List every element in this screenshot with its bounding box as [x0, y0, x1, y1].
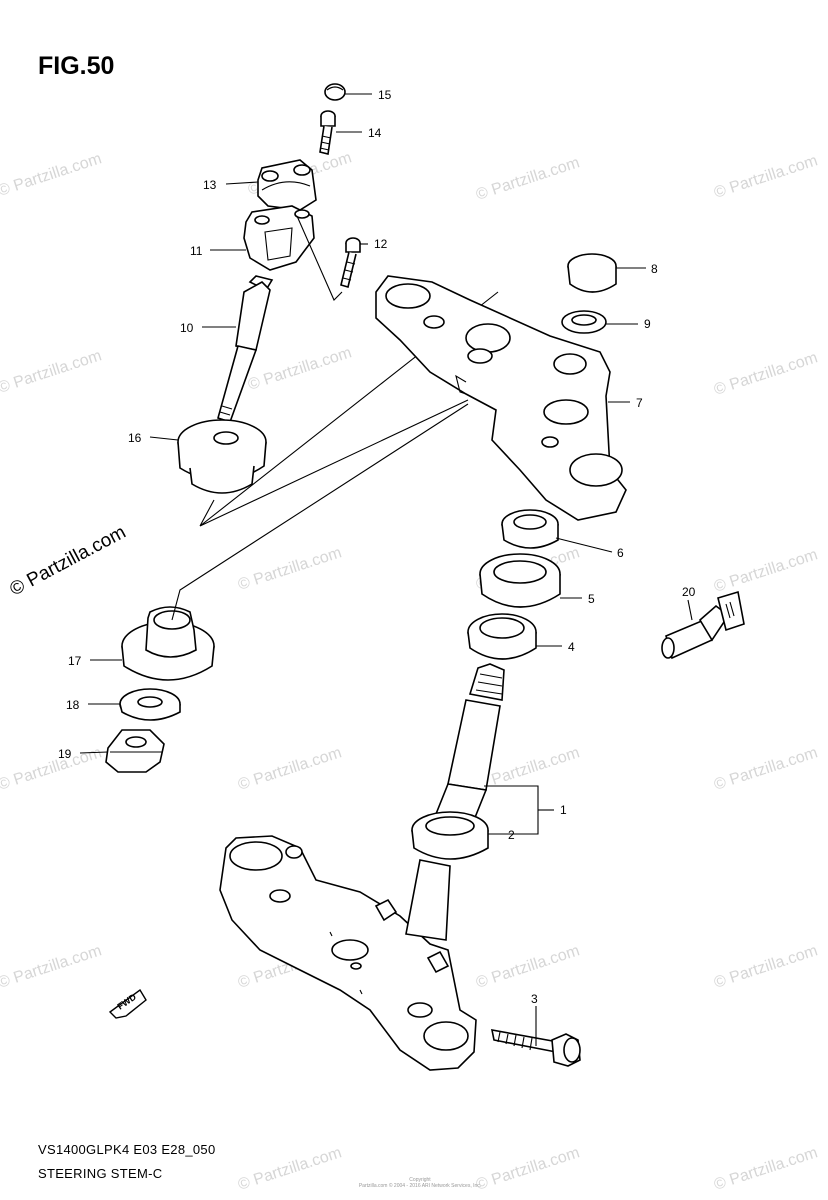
watermark: © Partzilla.com [236, 1144, 344, 1193]
part-16-damper[interactable] [177, 419, 267, 494]
part-2-lower-bearing[interactable] [411, 811, 489, 860]
watermark: © Partzilla.com [712, 349, 820, 398]
copyright-line: Copyright [409, 1177, 431, 1183]
watermark: © Partzilla.com [712, 744, 820, 793]
part-4-bearing[interactable] [467, 613, 537, 660]
watermark: © Partzilla.com [0, 942, 104, 991]
watermark: © Partzilla.com [712, 546, 820, 595]
watermark: © Partzilla.com [0, 347, 104, 396]
callout-13[interactable]: 13 [203, 178, 217, 192]
part-1-steering-stem-assembly[interactable] [219, 663, 505, 1071]
callout-11[interactable]: 11 [190, 244, 203, 258]
callout-6[interactable]: 6 [617, 546, 624, 560]
callout-16[interactable]: 16 [128, 431, 142, 445]
part-8-cap[interactable] [567, 253, 617, 293]
assembly-guide-line [296, 215, 343, 301]
part-15-cap[interactable] [324, 83, 346, 101]
callout-17[interactable]: 17 [68, 654, 82, 668]
part-10-stud[interactable] [217, 275, 274, 424]
callout-layer: 15 14 13 12 11 10 16 8 9 7 6 5 4 20 17 1… [58, 88, 696, 1046]
part-19-nut[interactable] [105, 729, 165, 773]
section-name: STEERING STEM-C [38, 1166, 163, 1181]
forward-direction-arrow: FWD [108, 988, 147, 1019]
watermark: © Partzilla.com [246, 344, 354, 393]
watermark: © Partzilla.com [474, 154, 582, 203]
watermark: © Partzilla.com [712, 152, 820, 201]
watermark: © Partzilla.com [474, 942, 582, 991]
callout-14[interactable]: 14 [368, 126, 382, 140]
watermark: © Partzilla.com [712, 1144, 820, 1193]
watermark: © Partzilla.com [712, 942, 820, 991]
part-12-bolt[interactable] [340, 237, 361, 288]
callout-9[interactable]: 9 [644, 317, 651, 331]
watermark-prominent: © Partzilla.com [6, 522, 129, 601]
part-18-washer[interactable] [119, 688, 181, 721]
assembly-guide-line [171, 403, 469, 621]
callout-2[interactable]: 2 [508, 828, 515, 842]
callout-3[interactable]: 3 [531, 992, 538, 1006]
watermark: © Partzilla.com [0, 150, 104, 199]
copyright-notice: Copyright Partzilla.com © 2004 - 2016 AR… [330, 1177, 510, 1189]
part-6-steering-stem-nut[interactable] [501, 509, 559, 549]
part-5-dust-seal[interactable] [479, 553, 561, 608]
callout-7[interactable]: 7 [636, 396, 643, 410]
model-code: VS1400GLPK4 E03 E28_050 [38, 1142, 216, 1157]
part-11-handlebar-holder-lower[interactable] [243, 205, 315, 271]
callout-19[interactable]: 19 [58, 747, 72, 761]
part-9-washer[interactable] [561, 310, 607, 334]
callout-1[interactable]: 1 [560, 803, 567, 817]
watermark: © Partzilla.com [236, 544, 344, 593]
part-17-rubber-mount[interactable] [121, 606, 215, 681]
part-3-bolt[interactable] [490, 1029, 581, 1067]
copyright-line: Partzilla.com © 2004 - 2016 ARI Network … [358, 1183, 482, 1189]
callout-5[interactable]: 5 [588, 592, 595, 606]
part-7-upper-bracket[interactable] [375, 275, 627, 521]
callout-15[interactable]: 15 [378, 88, 392, 102]
part-13-handlebar-holder-upper[interactable] [257, 159, 317, 211]
part-14-bolt[interactable] [319, 110, 336, 155]
part-20-sensor[interactable] [661, 590, 745, 660]
callout-12[interactable]: 12 [374, 237, 388, 251]
callout-20[interactable]: 20 [682, 585, 696, 599]
callout-18[interactable]: 18 [66, 698, 80, 712]
watermark: © Partzilla.com [0, 744, 104, 793]
callout-10[interactable]: 10 [180, 321, 194, 335]
figure-title: FIG.50 [38, 52, 115, 80]
callout-4[interactable]: 4 [568, 640, 575, 654]
watermark: © Partzilla.com [236, 744, 344, 793]
callout-8[interactable]: 8 [651, 262, 658, 276]
